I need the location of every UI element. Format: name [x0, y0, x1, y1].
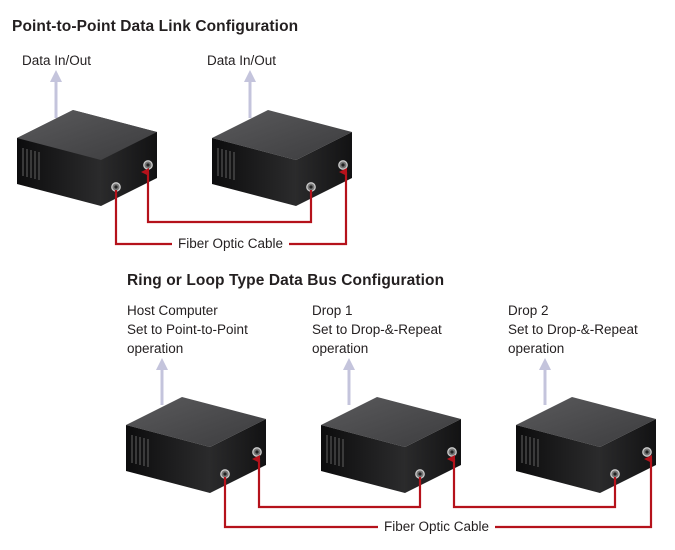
- label-line: Drop 1: [312, 303, 353, 318]
- device-label-line: Data In/Out: [22, 53, 92, 68]
- drop-2-data-arrow: [539, 358, 551, 405]
- fiber-optic-cable-label-2: Fiber Optic Cable: [378, 518, 496, 536]
- label-line: operation: [508, 341, 565, 356]
- label-line: operation: [312, 341, 369, 356]
- label-line: Host Computer: [127, 303, 218, 318]
- label-line: operation: [127, 341, 184, 356]
- drop-1-device: [321, 397, 461, 493]
- data-in-out-arrow-2: [244, 70, 256, 118]
- host-data-arrow: [156, 358, 168, 405]
- media-converter-device-1: [17, 110, 157, 206]
- device-label-2: Data In/Out: [207, 51, 276, 70]
- drop-1-label: Drop 1 Set to Drop-&-Repeat operation: [312, 301, 442, 358]
- host-computer-device: [126, 397, 266, 493]
- data-in-out-arrow-1: [50, 70, 62, 118]
- label-line: Set to Drop-&-Repeat: [508, 322, 638, 337]
- section-title-ring-loop: Ring or Loop Type Data Bus Configuration: [127, 272, 445, 289]
- label-line: Drop 2: [508, 303, 549, 318]
- host-computer-label: Host Computer Set to Point-to-Point oper…: [127, 301, 248, 358]
- drop-1-data-arrow: [343, 358, 355, 405]
- device-label-1: Data In/Out: [22, 51, 91, 70]
- fiber-optic-cable-label-1: Fiber Optic Cable: [172, 235, 290, 253]
- label-line: Set to Point-to-Point: [127, 322, 248, 337]
- drop-2-device: [516, 397, 656, 493]
- section-title-point-to-point: Point-to-Point Data Link Configuration: [12, 18, 299, 35]
- drop-2-label: Drop 2 Set to Drop-&-Repeat operation: [508, 301, 638, 358]
- media-converter-device-2: [212, 110, 352, 206]
- device-label-line: Data In/Out: [207, 53, 277, 68]
- label-line: Set to Drop-&-Repeat: [312, 322, 442, 337]
